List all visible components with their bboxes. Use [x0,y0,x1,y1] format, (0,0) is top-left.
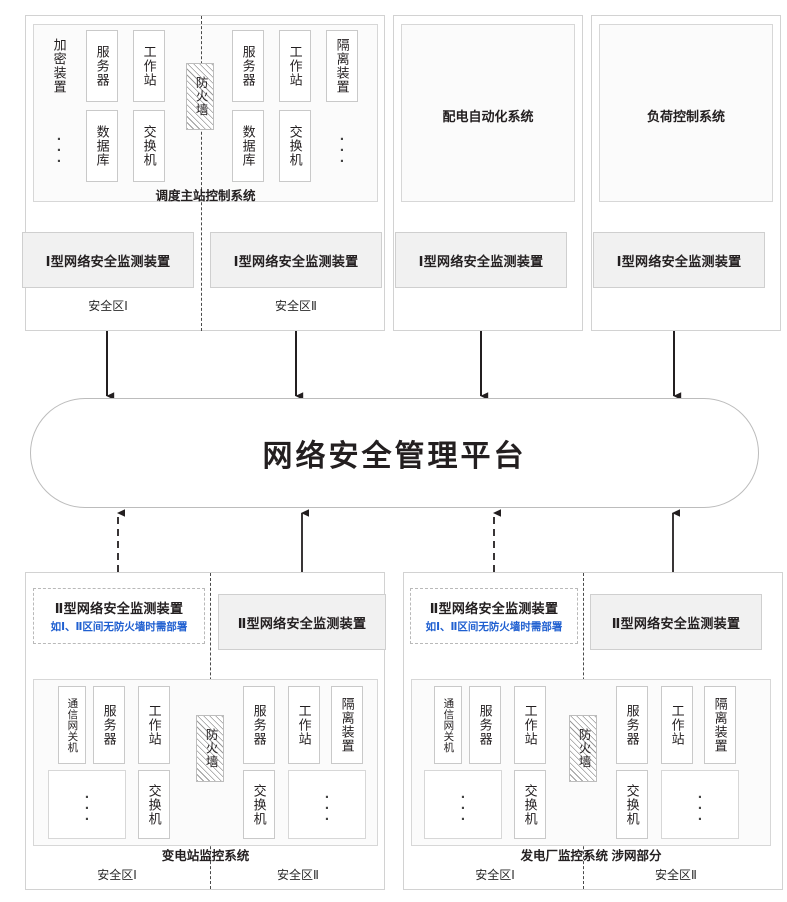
type1-device-distribution: Ⅰ型网络安全监测装置 [395,232,567,288]
type2-device-substation-zone1-note: 如Ⅰ、Ⅱ区间无防火墙时需部署 [50,621,188,633]
equipment-comm-gateway-substation: 通信网关机 [58,686,86,764]
equipment-comm-gateway-powerplant: 通信网关机 [434,686,462,764]
firewall-dispatch: 防火墙 [186,63,214,130]
type2-device-powerplant-zone2: Ⅱ型网络安全监测装置 [590,594,762,650]
firewall-powerplant: 防火墙 [569,715,597,782]
powerplant-zone2-label: 安全区Ⅱ [655,868,697,882]
equipment-switch-substation-z1: 交换机 [138,770,170,839]
equipment-switch-dispatch-z1: 交换机 [133,110,165,182]
substation-zone2-ellipsis: ... [288,770,366,839]
dispatch-zone1-ellipsis: ... [56,126,62,166]
equipment-server-powerplant-z2: 服务器 [616,686,648,764]
equipment-server-substation-z1: 服务器 [93,686,125,764]
equipment-switch-dispatch-z2: 交换机 [279,110,311,182]
equipment-server-substation-z2: 服务器 [243,686,275,764]
equipment-workstation-substation-z1: 工作站 [138,686,170,764]
equipment-switch-powerplant-z1: 交换机 [514,770,546,839]
powerplant-zone1-ellipsis: ... [424,770,502,839]
dispatch-zone2-label: 安全区Ⅱ [275,299,317,313]
equipment-database-dispatch-z1: 数据库 [86,110,118,182]
equipment-workstation-substation-z2: 工作站 [288,686,320,764]
substation-zone1-ellipsis: ... [48,770,126,839]
load-control-system-title: 负荷控制系统 [646,109,725,124]
dispatch-zone2-ellipsis: ... [339,126,345,166]
type2-device-powerplant-zone1: Ⅱ型网络安全监测装置 如Ⅰ、Ⅱ区间无防火墙时需部署 [410,588,578,644]
distribution-system-title: 配电自动化系统 [442,109,534,124]
dispatch-system-title: 调度主站控制系统 [155,189,256,203]
equipment-isolation-powerplant-z2: 隔离装置 [704,686,736,764]
equipment-workstation-powerplant-z2: 工作站 [661,686,693,764]
type1-device-dispatch-zone2: Ⅰ型网络安全监测装置 [210,232,382,288]
equipment-database-dispatch-z2: 数据库 [232,110,264,182]
equipment-server-dispatch-z1: 服务器 [86,30,118,102]
powerplant-system-title: 发电厂监控系统 涉网部分 [520,849,662,863]
powerplant-zone2-ellipsis: ... [661,770,739,839]
equipment-isolation-dispatch-z2: 隔离装置 [326,30,358,102]
type1-device-load-control: Ⅰ型网络安全监测装置 [593,232,765,288]
dispatch-zone1-label: 安全区Ⅰ [88,299,128,313]
substation-zone1-label: 安全区Ⅰ [97,868,137,882]
equipment-server-dispatch-z2: 服务器 [232,30,264,102]
equipment-encryption-device: 加密装置 [51,38,67,94]
equipment-workstation-powerplant-z1: 工作站 [514,686,546,764]
network-security-management-platform[interactable]: 网络安全管理平台 [30,398,759,508]
equipment-workstation-dispatch-z2: 工作站 [279,30,311,102]
distribution-system-group [401,24,575,202]
substation-zone2-label: 安全区Ⅱ [277,868,319,882]
type2-device-powerplant-zone1-note: 如Ⅰ、Ⅱ区间无防火墙时需部署 [425,621,563,633]
equipment-switch-substation-z2: 交换机 [243,770,275,839]
platform-title: 网络安全管理平台 [262,440,527,473]
substation-system-title: 变电站监控系统 [161,849,250,863]
powerplant-zone1-label: 安全区Ⅰ [475,868,515,882]
equipment-isolation-substation-z2: 隔离装置 [331,686,363,764]
firewall-substation: 防火墙 [196,715,224,782]
equipment-switch-powerplant-z2: 交换机 [616,770,648,839]
type1-device-dispatch-zone1: Ⅰ型网络安全监测装置 [22,232,194,288]
dispatch-zone-divider [201,16,202,331]
equipment-workstation-dispatch-z1: 工作站 [133,30,165,102]
type2-device-substation-zone2: Ⅱ型网络安全监测装置 [218,594,386,650]
load-control-system-group [599,24,773,202]
type2-device-substation-zone1: Ⅱ型网络安全监测装置 如Ⅰ、Ⅱ区间无防火墙时需部署 [33,588,205,644]
equipment-server-powerplant-z1: 服务器 [469,686,501,764]
